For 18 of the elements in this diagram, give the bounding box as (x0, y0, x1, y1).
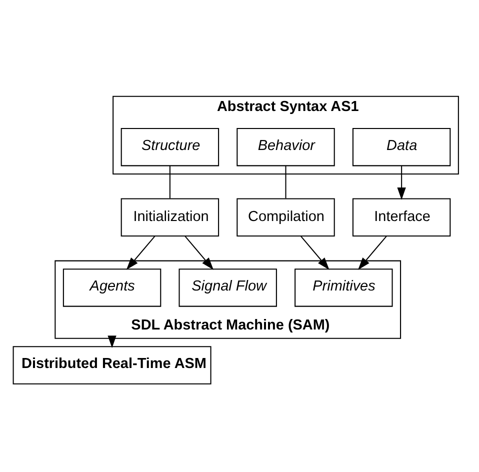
connector (284, 166, 286, 198)
node-box: Initialization (120, 198, 219, 237)
connector (168, 166, 170, 198)
node-box: Agents (62, 268, 161, 307)
node-box: Structure (120, 128, 219, 166)
node-box: Distributed Real-Time ASM (12, 346, 211, 384)
node-box: Compilation (236, 198, 334, 237)
arrow (184, 236, 214, 270)
node-box: Signal Flow (178, 268, 276, 307)
arrow (396, 166, 406, 200)
arrow (357, 236, 386, 270)
arrow (107, 336, 116, 348)
arrow (126, 236, 155, 270)
node-box: Behavior (236, 128, 334, 166)
node-box: Primitives (294, 268, 392, 307)
node-box: Interface (352, 198, 450, 237)
arrow (300, 236, 329, 270)
node-box: Data (352, 128, 450, 166)
